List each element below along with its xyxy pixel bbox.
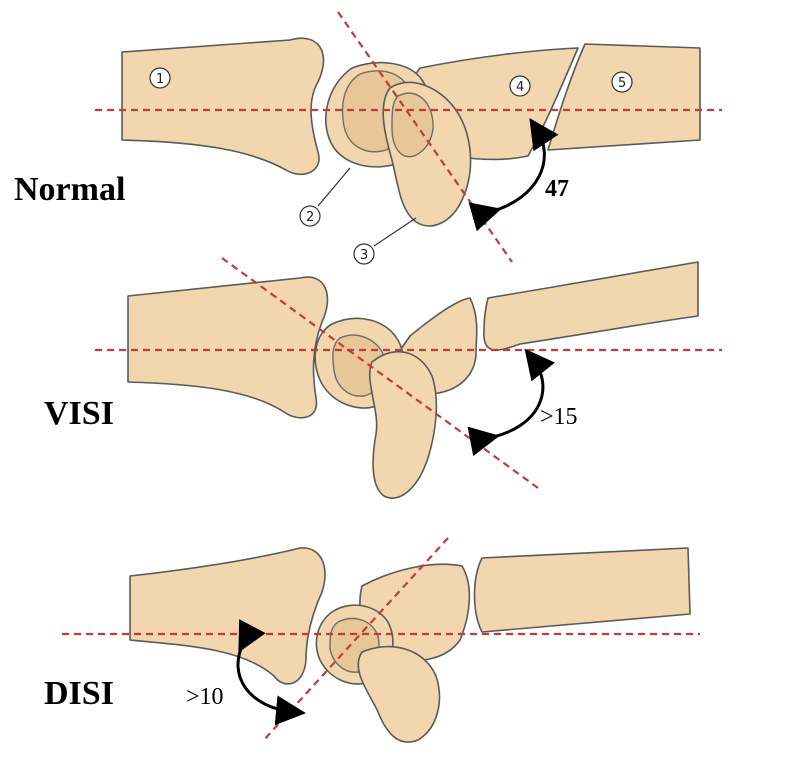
visi-angle-arrow [467,348,555,457]
visi-angle-label: >15 [540,404,578,430]
disi-angle-arrow [236,619,306,726]
normal-label: Normal [14,171,125,208]
marker-5: 5 [611,71,633,93]
disi-angle-label: >10 [186,684,224,710]
svg-text:2: 2 [306,210,314,225]
metacarpal-bone [547,43,701,151]
scaphoid-bone-disi [357,645,441,743]
visi-label: VISI [44,395,114,432]
normal-angle-arrow [468,118,559,232]
scaphoid-bone-visi [368,350,438,499]
visi-panel: >15 VISI [44,257,722,499]
disi-label: DISI [44,675,114,712]
svg-text:4: 4 [516,80,524,95]
radius-bone-visi [127,276,329,419]
svg-text:5: 5 [618,76,626,91]
marker-1: 1 [149,67,171,89]
metacarpal-bone-disi [473,547,691,633]
svg-text:1: 1 [156,72,164,87]
metacarpal-bone-visi [483,261,699,351]
normal-panel: 47 Normal 1 4 5 2 3 [14,11,722,265]
normal-angle-label: 47 [545,176,569,202]
marker-3: 3 [353,217,417,265]
marker-4: 4 [509,75,531,97]
radius-bone [121,37,325,176]
marker-2: 2 [299,167,351,227]
svg-text:3: 3 [360,248,368,263]
radius-bone-disi [129,547,326,685]
disi-panel: >10 DISI [44,537,700,743]
